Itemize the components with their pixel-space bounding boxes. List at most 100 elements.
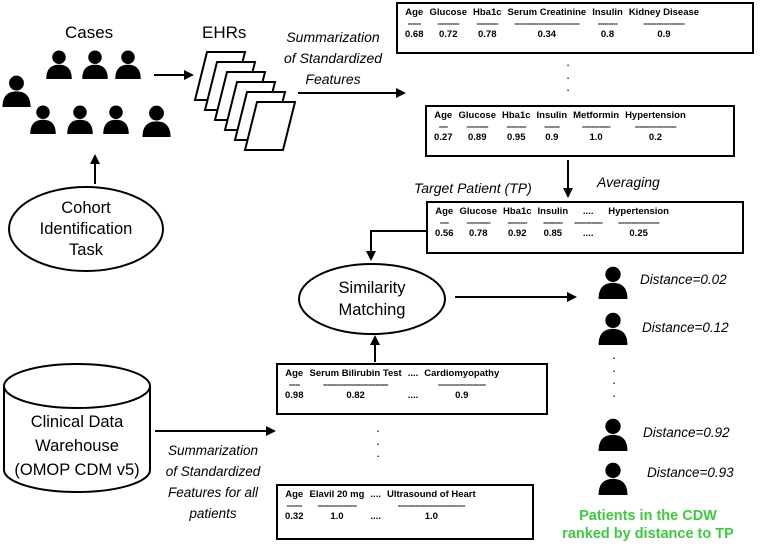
ehrs-label: EHRs bbox=[202, 23, 247, 42]
distance-label: Distance=0.92 bbox=[643, 425, 730, 440]
table-header-cell: .... bbox=[582, 206, 594, 217]
summarization-line: Summarization bbox=[167, 443, 259, 458]
table-value-cell: .... bbox=[582, 228, 594, 239]
table-value-cell: 0.27 bbox=[434, 132, 453, 143]
person-icon bbox=[46, 50, 72, 79]
table-dash-cell: --------- bbox=[543, 218, 563, 227]
table-dash-cell: ----- bbox=[288, 380, 300, 389]
summarization-line: Features for all bbox=[167, 485, 259, 500]
table-header-cell: .... bbox=[370, 489, 381, 500]
table-header-cell: Insulin bbox=[537, 206, 569, 217]
table-header-cell: Hypertension bbox=[625, 110, 686, 121]
table-header-cell: Insulin bbox=[592, 7, 623, 18]
cdw-label: Clinical Data Warehouse (OMOP CDM v5) bbox=[4, 410, 150, 482]
table-header-cell: Glucose bbox=[429, 7, 468, 18]
person-icon bbox=[82, 50, 108, 79]
table-dash-cell: ------------- bbox=[574, 218, 603, 227]
summarization-line: Summarization bbox=[286, 29, 380, 45]
table-dash-cell: ------------------------------ bbox=[323, 380, 389, 389]
table-value-cell: 0.2 bbox=[648, 132, 663, 143]
feature-table: Age Serum Bilirubin Test .... Cardiomyop… bbox=[282, 368, 502, 402]
table-value-cell: 0.25 bbox=[629, 228, 648, 239]
table-dash-cell: ---- bbox=[439, 218, 449, 227]
cdw-patient-1-table: Age Serum Bilirubin Test .... Cardiomyop… bbox=[276, 363, 548, 415]
table-dash-cell: ------- bbox=[286, 501, 303, 510]
table-header-cell: Age bbox=[285, 489, 304, 500]
table-dash-cell: ------- bbox=[544, 122, 560, 131]
table-value-cell: 0.95 bbox=[507, 132, 526, 143]
table-header-cell: Kidney Disease bbox=[628, 7, 700, 18]
feature-table: Age Elavil 20 mg .... Ultrasound of Hear… bbox=[282, 489, 479, 523]
table-dash-cell: ------------------ bbox=[317, 501, 357, 510]
table-dash-cell bbox=[405, 380, 422, 389]
table-dash-cell: ---------- bbox=[437, 19, 460, 28]
ehr-vertical-dots: . . . bbox=[562, 55, 574, 94]
table-dash-cell: ------------- bbox=[582, 122, 611, 131]
table-value-cell: 0.32 bbox=[285, 511, 304, 522]
cdw-cylinder bbox=[3, 363, 151, 493]
table-dash-cell: ------------------- bbox=[618, 218, 660, 227]
cases-label: Cases bbox=[65, 23, 114, 42]
dot: . bbox=[612, 359, 616, 375]
dot: . bbox=[566, 66, 570, 82]
table-header-cell: Glucose bbox=[458, 110, 497, 121]
cases-people-group bbox=[2, 50, 171, 137]
result-line: Patients in the CDW bbox=[579, 508, 717, 524]
distance-label: Distance=0.93 bbox=[647, 465, 734, 480]
person-icon bbox=[598, 266, 628, 299]
table-dash-cell: ---------- bbox=[476, 19, 499, 28]
cdw-line: Clinical Data bbox=[30, 413, 124, 431]
table-header-cell: Age bbox=[434, 110, 453, 121]
dot: . bbox=[612, 347, 616, 362]
cdw-vertical-dots: . . . bbox=[372, 420, 384, 460]
similarity-ellipse bbox=[298, 263, 446, 335]
table-dash-cell: ------------------- bbox=[643, 19, 685, 28]
dot: . bbox=[376, 432, 380, 448]
table-value-cell: 0.82 bbox=[346, 390, 365, 401]
table-header-cell: Hba1c bbox=[473, 7, 502, 18]
table-value-cell: 0.98 bbox=[285, 390, 304, 401]
cohort-task-line: Identification bbox=[39, 220, 133, 238]
feature-table: Age Glucose Hba1c Insulin .... Hypertens… bbox=[432, 206, 672, 240]
table-value-cell: .... bbox=[407, 390, 419, 401]
table-value-cell: 0.9 bbox=[545, 132, 559, 143]
table-dash-cell: ---------------------- bbox=[437, 380, 486, 389]
dot: . bbox=[612, 372, 616, 387]
table-header-cell: Glucose bbox=[459, 206, 498, 217]
table-dash-cell: ------------------- bbox=[634, 122, 677, 131]
cohort-task-line: Task bbox=[69, 241, 103, 259]
table-header-cell: Ultrasound of Heart bbox=[386, 489, 476, 500]
person-icon bbox=[598, 418, 628, 451]
table-dash-cell bbox=[367, 501, 384, 510]
table-value-cell: 0.8 bbox=[600, 29, 615, 40]
table-dash-cell: ------------------------------ bbox=[514, 19, 580, 28]
table-value-cell: 1.0 bbox=[589, 132, 603, 143]
summarization-line: Features bbox=[305, 71, 361, 87]
table-value-cell: .... bbox=[370, 511, 381, 522]
target-patient-label: Target Patient (TP) bbox=[414, 180, 532, 196]
table-value-cell: 0.89 bbox=[468, 132, 487, 143]
dot: . bbox=[376, 420, 380, 435]
person-icon bbox=[142, 105, 171, 137]
dot: . bbox=[612, 384, 616, 400]
table-header-cell: Age bbox=[435, 206, 454, 217]
person-icon bbox=[30, 105, 56, 134]
cdw-line: (OMOP CDM v5) bbox=[14, 461, 140, 479]
table-header-cell: .... bbox=[407, 368, 419, 379]
table-dash-cell: --------- bbox=[506, 122, 527, 131]
table-header-cell: Cardiomyopathy bbox=[424, 368, 500, 379]
summarization-top-label: Summarization of Standardized Features bbox=[284, 27, 382, 90]
cohort-task-ellipse bbox=[8, 186, 164, 272]
table-header-cell: Hba1c bbox=[503, 206, 532, 217]
ehr-case-n-table: Age Glucose Hba1c Insulin Metformin Hype… bbox=[425, 105, 735, 157]
similarity-label: Similarity Matching bbox=[322, 277, 422, 321]
cdw-patient-n-table: Age Elavil 20 mg .... Ultrasound of Hear… bbox=[276, 484, 534, 540]
table-value-cell: 0.92 bbox=[508, 228, 527, 239]
table-header-cell: Serum Bilirubin Test bbox=[309, 368, 402, 379]
ranked-vertical-dots: . . . . bbox=[608, 347, 620, 400]
summarization-line: of Standardized bbox=[165, 464, 261, 479]
table-value-cell: 0.78 bbox=[478, 29, 497, 40]
similarity-line: Matching bbox=[338, 301, 406, 319]
dot: . bbox=[376, 445, 380, 460]
